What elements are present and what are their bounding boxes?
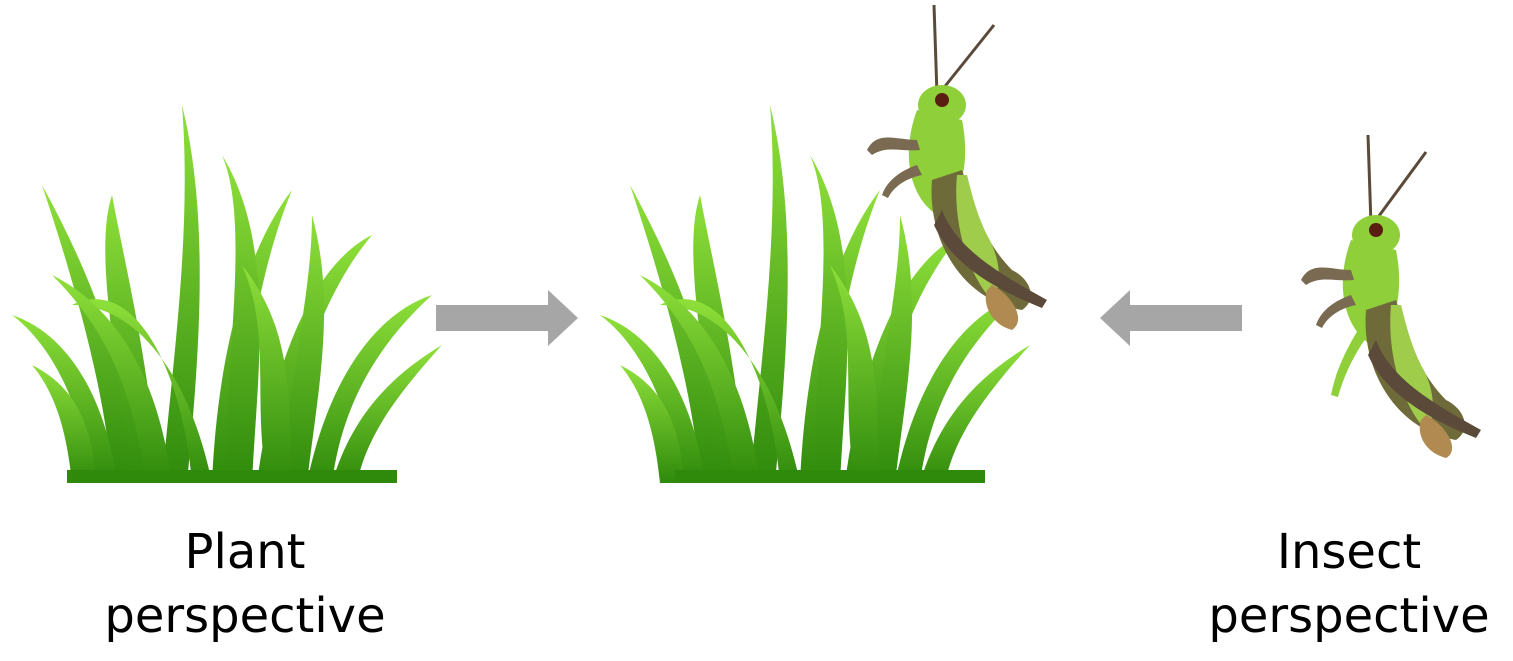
insect-label-line2: perspective <box>1185 584 1513 648</box>
arrow-left-icon <box>1100 290 1242 346</box>
plant-label-line2: perspective <box>50 584 440 648</box>
grass-tuft-icon <box>12 105 442 483</box>
plant-label-line1: Plant <box>50 520 440 584</box>
insect-label-line1: Insect <box>1185 520 1513 584</box>
insect-perspective-label: Insect perspective <box>1185 520 1513 648</box>
grasshopper-icon <box>1296 130 1486 460</box>
arrow-right-icon <box>436 290 578 346</box>
grasshopper-icon <box>862 0 1052 335</box>
plant-perspective-label: Plant perspective <box>50 520 440 648</box>
